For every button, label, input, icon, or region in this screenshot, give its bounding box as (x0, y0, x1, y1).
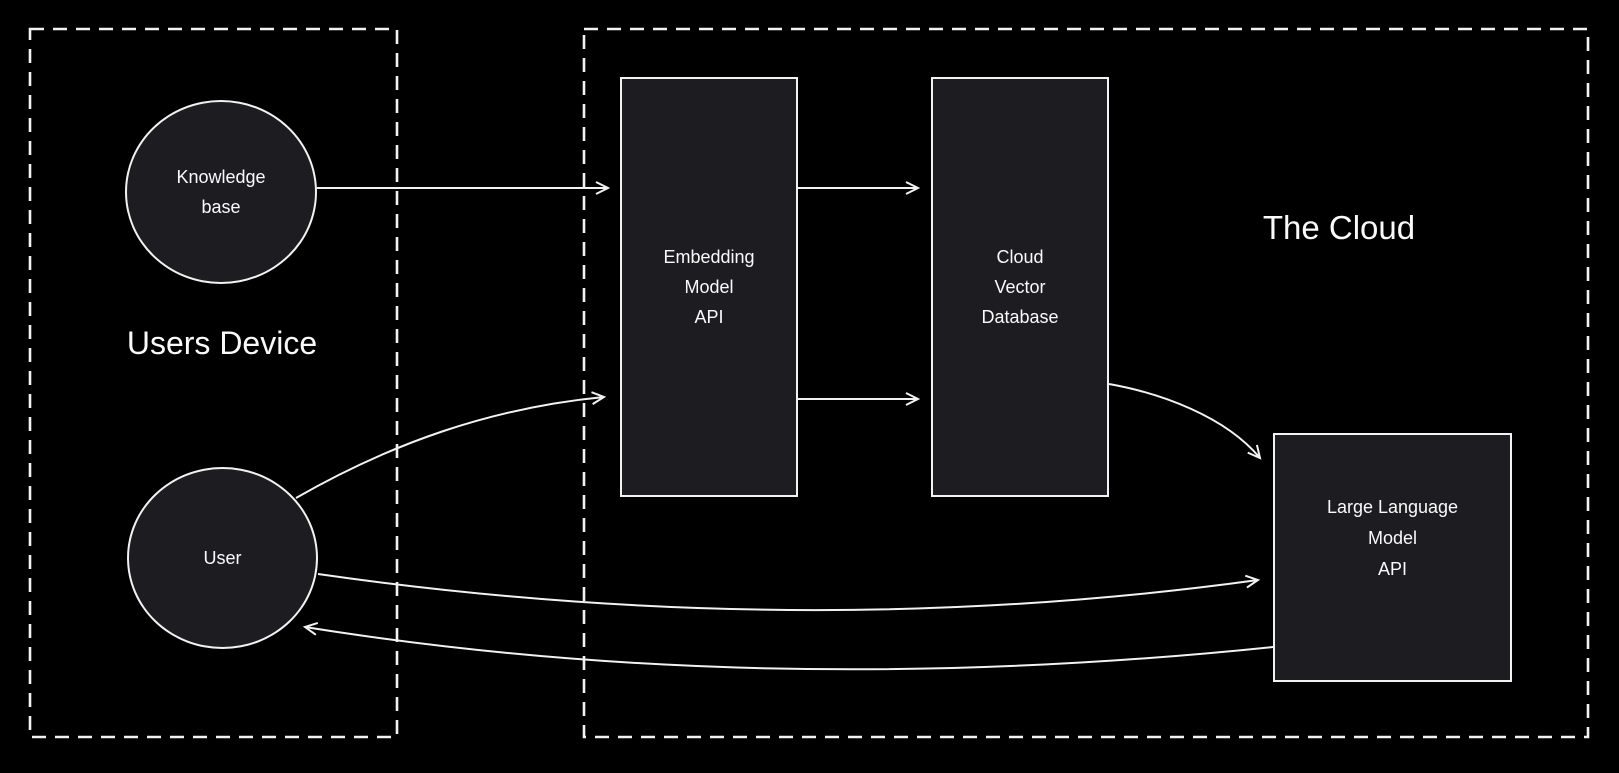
edge-llm-to-user (302, 622, 1274, 671)
region-label-line: Device (219, 325, 318, 361)
node-user: User (127, 467, 318, 649)
node-label-line: Model (1367, 528, 1418, 548)
cloud-boundary (582, 27, 1590, 739)
node-label-line: base (201, 197, 241, 217)
node-label-line: Model (684, 277, 734, 297)
node-knowledge-base: Knowledge base (125, 100, 317, 284)
edge-user-to-embedding (295, 391, 607, 499)
node-label-line: API (694, 307, 724, 327)
region-label-line: The Cloud (1262, 209, 1416, 246)
node-cloud-vector-database: Cloud Vector Database (931, 77, 1109, 497)
users-device-region-label: Users Device (72, 321, 372, 366)
cloud-region-label: The Cloud (1139, 208, 1539, 248)
node-label-line: Knowledge (176, 167, 266, 187)
node-label-line: Database (981, 307, 1059, 327)
node-large-language-model-api: Large Language Model API (1273, 433, 1512, 682)
node-label-line: Embedding (663, 247, 755, 267)
node-embedding-model-api: Embedding Model API (620, 77, 798, 497)
edge-user-to-llm (317, 573, 1261, 612)
node-label-line: API (1377, 559, 1407, 579)
region-label-line: Users (126, 325, 211, 361)
node-label-line: Vector (994, 277, 1046, 297)
users-device-boundary (28, 27, 399, 739)
node-label-line: User (203, 548, 242, 568)
node-label-line: Cloud (996, 247, 1044, 267)
node-label-line: Large Language (1326, 497, 1459, 517)
edge-vectordb-to-llm (1108, 383, 1262, 460)
